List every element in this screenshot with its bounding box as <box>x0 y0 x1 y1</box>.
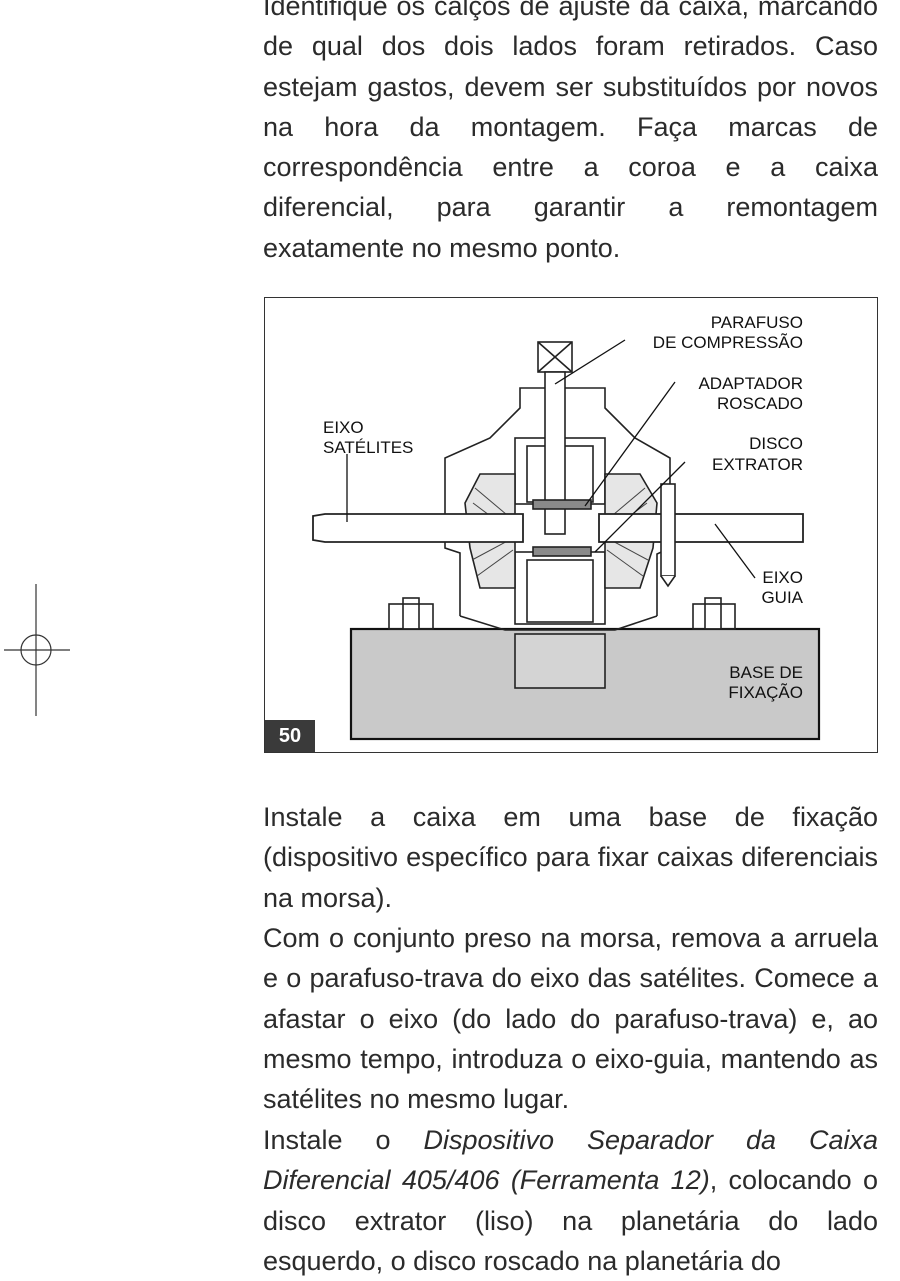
paragraph-instale-dispositivo: Instale o Dispositivo Separador da Caixa… <box>263 1120 878 1281</box>
label-base-2: FIXAÇÃO <box>728 683 803 702</box>
label-base-1: BASE DE <box>729 663 803 682</box>
paragraph-calcos: Identifique os calços de ajuste da caixa… <box>263 0 878 263</box>
paragraph-instale-base: Instale a caixa em uma base de fixação (… <box>263 802 878 913</box>
crop-registration-mark <box>4 584 70 716</box>
figure-number-badge: 50 <box>265 720 315 752</box>
label-disco-2: EXTRATOR <box>712 455 803 474</box>
label-eixo-guia-2: GUIA <box>761 588 803 607</box>
figure-50: PARAFUSO DE COMPRESSÃO ADAPTADOR ROSCADO… <box>264 297 878 753</box>
label-eixo-sat-1: EIXO <box>323 418 364 437</box>
p4-end: , colocando o disco extrator (liso) na p… <box>263 1165 878 1276</box>
p4-start: Instale o <box>263 1125 424 1155</box>
label-eixo-sat-2: SATÉLITES <box>323 438 413 457</box>
paragraph-remova-arruela: Com o conjunto preso na morsa, remova a … <box>263 923 878 1115</box>
label-adaptador-1: ADAPTADOR <box>698 374 803 393</box>
label-parafuso-2: DE COMPRESSÃO <box>653 333 803 352</box>
label-eixo-guia-1: EIXO <box>762 568 803 587</box>
label-parafuso-1: PARAFUSO <box>711 313 803 332</box>
differential-diagram: PARAFUSO DE COMPRESSÃO ADAPTADOR ROSCADO… <box>312 313 821 741</box>
tool-name: Dispositivo Separador da Caixa Diferenci… <box>263 1125 878 1196</box>
label-disco-1: DISCO <box>749 434 803 453</box>
label-adaptador-2: ROSCADO <box>717 394 803 413</box>
